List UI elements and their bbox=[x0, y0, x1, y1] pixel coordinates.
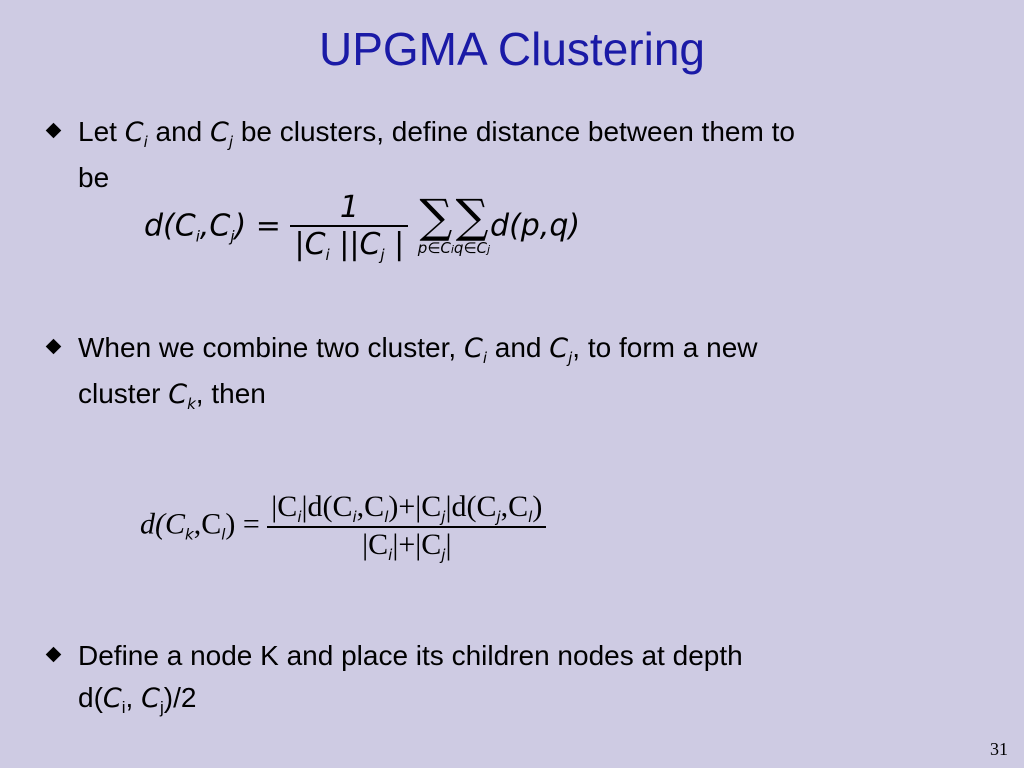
f2-sub-k: k bbox=[185, 525, 194, 544]
diamond-bullet-icon bbox=[45, 646, 62, 663]
math-sub-j: j bbox=[159, 698, 164, 717]
diamond-bullet-icon bbox=[45, 122, 62, 139]
f1-den-part: ||C bbox=[329, 226, 381, 262]
f2-num-part: )+|C bbox=[388, 490, 442, 523]
f1-sum-p-limit-sub: i bbox=[450, 242, 454, 256]
bullet-3-text-part: )/2 bbox=[163, 682, 197, 713]
f1-sum-q-limit-sub: j bbox=[486, 242, 491, 256]
f1-den-part: |C bbox=[294, 226, 326, 262]
f1-sub-i: i bbox=[195, 227, 200, 246]
math-sub-i: i bbox=[482, 349, 487, 367]
bullet-2-text: When we combine two cluster, Ci and Cj, … bbox=[78, 330, 968, 422]
math-c: C bbox=[463, 333, 483, 364]
f1-sub-j: j bbox=[230, 227, 235, 246]
f1-lhs: d(C bbox=[144, 208, 196, 244]
f2-den-sub-j: j bbox=[441, 545, 446, 564]
bullet-3-text-part: , bbox=[125, 682, 142, 713]
slide-number: 31 bbox=[990, 739, 1008, 759]
f1-summand: d(p,q) bbox=[490, 208, 581, 244]
f2-num-part: ) bbox=[532, 490, 543, 523]
bullet-1-text-part: be clusters, define distance between the… bbox=[233, 116, 795, 147]
f1-sum-q: ∑ q∈Cj bbox=[454, 193, 490, 258]
f2-num-sub-j: j bbox=[496, 508, 501, 526]
bullet-1: Let Ci and Cj be clusters, define distan… bbox=[45, 114, 968, 196]
f2-fraction-bar bbox=[267, 526, 547, 528]
f2-num-sub-i: i bbox=[352, 508, 357, 526]
math-c: C bbox=[102, 683, 122, 714]
math-c: C bbox=[549, 333, 569, 364]
bullet-1-text-part: be bbox=[78, 162, 110, 193]
f2-equals: = bbox=[242, 507, 260, 541]
f2-num-sub-i: i bbox=[297, 508, 302, 526]
f2-num-sub-l: l bbox=[528, 508, 533, 526]
f2-numerator: |Ci|d(Ci,Cl)+|Cj|d(Cj,Cl) bbox=[267, 490, 546, 526]
f1-den-sub-j: j bbox=[380, 245, 385, 264]
f1-lhs-comma: ,C bbox=[199, 208, 231, 244]
f1-lhs-close: ) bbox=[234, 208, 247, 244]
f1-sum-p: ∑ p∈Ci bbox=[418, 193, 454, 258]
f2-den-part: |+|C bbox=[392, 527, 442, 561]
f2-num-sub-j: j bbox=[441, 508, 446, 526]
f1-sum-q-limit-text: q∈C bbox=[453, 238, 487, 257]
bullet-2-text-part: When we combine two cluster, bbox=[78, 332, 464, 363]
f2-den-part: | bbox=[445, 527, 452, 561]
f1-den-part: | bbox=[384, 226, 405, 262]
diamond-bullet-icon bbox=[45, 338, 62, 355]
f2-lhs-close: ) bbox=[225, 507, 236, 541]
bullet-1-text: Let Ci and Cj be clusters, define distan… bbox=[78, 114, 968, 196]
f1-sum-q-limit: q∈Cj bbox=[454, 240, 490, 258]
bullet-2-text-part: and bbox=[486, 332, 550, 363]
f2-num-part: ,C bbox=[356, 490, 385, 523]
math-sub-i: i bbox=[121, 698, 126, 717]
bullet-3-formula: d(Ci, Cj)/2 bbox=[78, 680, 196, 726]
math-c: C bbox=[124, 117, 144, 148]
bullet-2-text-part: cluster bbox=[78, 378, 169, 409]
bullet-1-text-part: and bbox=[147, 116, 211, 147]
f1-equals: = bbox=[255, 208, 281, 244]
f2-num-part: ,C bbox=[500, 490, 529, 523]
f2-lhs-comma: ,C bbox=[193, 507, 222, 541]
f2-denominator: |Ci|+|Cj| bbox=[267, 528, 546, 564]
bullet-3-text-part: Define a node K and place its children n… bbox=[78, 640, 743, 671]
f2-num-part: |d(C bbox=[301, 490, 353, 523]
f1-sum-p-limit-text: p∈C bbox=[417, 238, 451, 257]
f2-sub-l: l bbox=[221, 525, 226, 544]
bullet-1-text-part: Let bbox=[78, 116, 125, 147]
math-sub-j: j bbox=[568, 349, 573, 367]
bullet-2-text-part: , then bbox=[195, 378, 266, 409]
bullet-3-text: Define a node K and place its children n… bbox=[78, 638, 968, 726]
f1-fraction-bar bbox=[290, 225, 409, 227]
math-sub-j: j bbox=[228, 133, 234, 151]
math-sub-k: k bbox=[187, 395, 196, 413]
bullet-3: Define a node K and place its children n… bbox=[45, 638, 968, 726]
f1-numerator: 1 bbox=[339, 190, 359, 225]
math-c: C bbox=[168, 379, 188, 410]
f2-fraction: |Ci|d(Ci,Cl)+|Cj|d(Cj,Cl) |Ci|+|Cj| bbox=[267, 490, 547, 564]
formula-average-distance: d(Ci,Cj) = 1 |Ci ||Cj | ∑ p∈Ci ∑ q∈Cj d(… bbox=[144, 190, 580, 264]
f2-num-part: |C bbox=[271, 490, 298, 523]
bullet-3-text-part: d( bbox=[78, 682, 103, 713]
f1-fraction: 1 |Ci ||Cj | bbox=[290, 190, 409, 264]
f2-num-part: |d(C bbox=[445, 490, 497, 523]
f2-den-sub-i: i bbox=[388, 545, 393, 564]
math-c: C bbox=[141, 683, 160, 714]
f2-den-part: |C bbox=[362, 527, 389, 561]
f1-denominator: |Ci ||Cj | bbox=[290, 227, 408, 264]
f2-lhs: d(C bbox=[140, 507, 185, 541]
math-sub-i: i bbox=[143, 133, 148, 151]
f2-num-sub-l: l bbox=[384, 508, 389, 526]
sum-symbol-icon: ∑ bbox=[419, 188, 453, 243]
slide-title: UPGMA Clustering bbox=[318, 23, 705, 75]
math-c: C bbox=[210, 117, 229, 148]
f1-den-sub-i: i bbox=[325, 245, 330, 264]
sum-symbol-icon: ∑ bbox=[455, 188, 489, 243]
f1-sum-p-limit: p∈Ci bbox=[418, 240, 454, 258]
formula-merged-distance: d(Ck,Cl) = |Ci|d(Ci,Cl)+|Cj|d(Cj,Cl) |Ci… bbox=[140, 490, 547, 564]
bullet-2-text-part: , to form a new bbox=[572, 332, 758, 363]
bullet-2: When we combine two cluster, Ci and Cj, … bbox=[45, 330, 968, 422]
